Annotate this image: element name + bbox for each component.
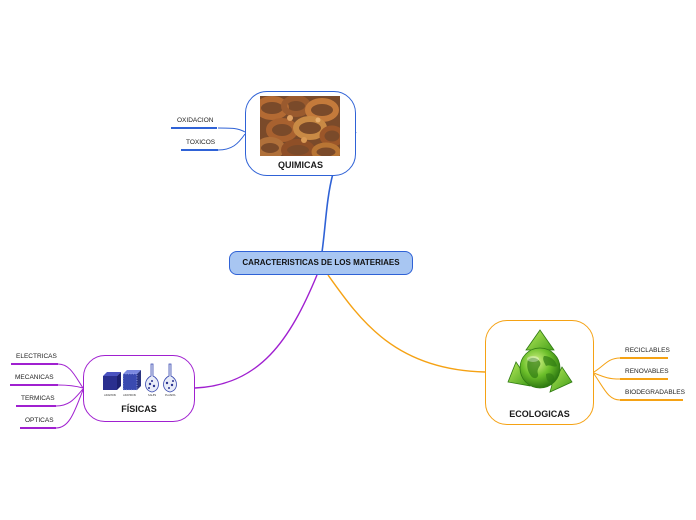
- node-ecologicas-label: ECOLOGICAS: [509, 409, 570, 419]
- leaf-underline-renovables: [620, 378, 668, 380]
- node-quimicas-label: QUIMICAS: [278, 160, 323, 170]
- leaf-toxicos[interactable]: TOXICOS: [186, 139, 216, 146]
- node-quimicas[interactable]: QUIMICAS: [245, 91, 356, 176]
- connector-leaf-toxicos: [217, 133, 246, 151]
- leaf-underline-termicas: [16, 405, 56, 407]
- node-fisicas[interactable]: ADAMON ADATRON SALES PLASMA FÍSICAS: [83, 355, 195, 422]
- connector-ecologicas: [327, 274, 486, 373]
- leaf-mecanicas[interactable]: MECANICAS: [15, 374, 54, 381]
- connector-leaf-renovables: [593, 372, 621, 380]
- caption-adamon: ADAMON: [104, 393, 116, 397]
- node-fisicas-label: FÍSICAS: [121, 404, 157, 414]
- leaf-oxidacion[interactable]: OXIDACION: [177, 117, 214, 124]
- leaf-renovables[interactable]: RENOVABLES: [625, 368, 669, 375]
- leaf-opticas[interactable]: OPTICAS: [25, 417, 54, 424]
- leaf-underline-opticas: [20, 427, 56, 429]
- connector-leaf-mecanicas: [57, 384, 84, 389]
- crystal-structures-image: ADAMON ADATRON SALES PLASMA: [103, 363, 177, 397]
- leaf-underline-toxicos: [181, 149, 218, 151]
- node-ecologicas[interactable]: ECOLOGICAS: [485, 320, 594, 425]
- leaf-biodegradables[interactable]: BIODEGRADABLES: [625, 389, 685, 396]
- connector-leaf-reciclables: [593, 357, 621, 373]
- leaf-reciclables[interactable]: RECICLABLES: [625, 347, 670, 354]
- connector-leaf-termicas: [55, 388, 84, 407]
- leaf-underline-biodegradables: [620, 399, 683, 401]
- central-topic[interactable]: CARACTERISTICAS DE LOS MATERIAES: [229, 251, 413, 275]
- connector-leaf-opticas: [55, 389, 84, 429]
- recycle-globe-image: [507, 329, 573, 393]
- leaf-underline-mecanicas: [10, 384, 58, 386]
- caption-sales: SALES: [148, 393, 157, 397]
- leaf-underline-reciclables: [620, 357, 668, 359]
- rusty-chain-image: [260, 96, 340, 156]
- caption-plasma: PLASMA: [165, 393, 176, 397]
- connector-leaf-oxidacion: [217, 127, 246, 133]
- connector-leaf-electricas: [57, 363, 84, 389]
- connector-fisicas: [194, 274, 318, 389]
- connector-leaf-biodegradables: [593, 373, 621, 401]
- leaf-underline-oxidacion: [171, 127, 217, 129]
- caption-adatron: ADATRON: [123, 393, 136, 397]
- leaf-termicas[interactable]: TERMICAS: [21, 395, 55, 402]
- leaf-electricas[interactable]: ELECTRICAS: [16, 353, 57, 360]
- leaf-underline-electricas: [11, 363, 58, 365]
